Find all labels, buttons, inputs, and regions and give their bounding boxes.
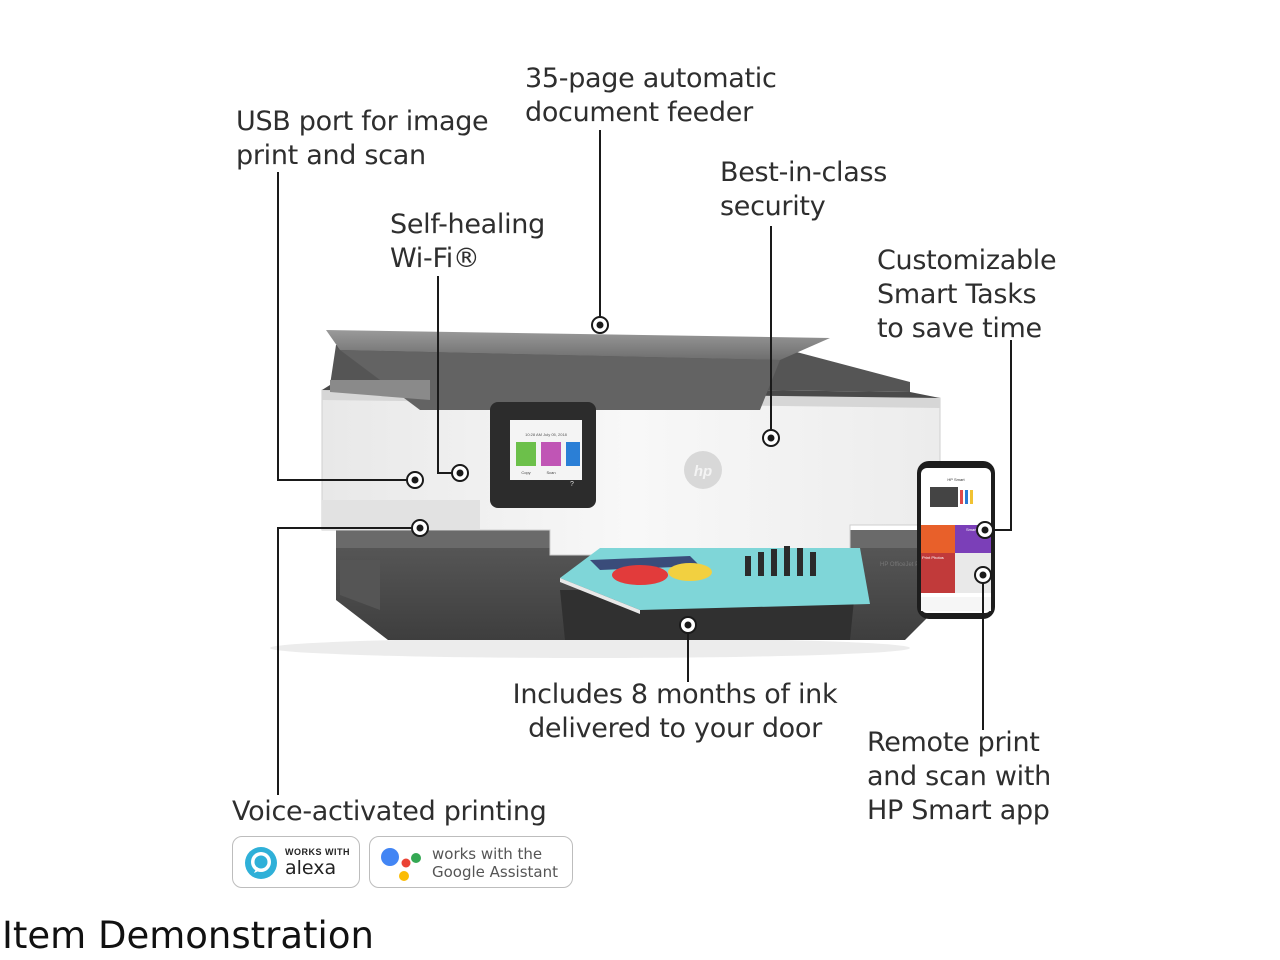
ink-dot [679,616,697,634]
printed-output-sheet [560,546,870,614]
callout-dots [406,316,994,634]
printer-control-panel: 10:28 AM July 05, 2018 Copy Scan ? [490,402,596,508]
callout-security: Best-in-class security [720,157,888,222]
usb-dot [406,471,424,489]
svg-text:HP Smart: HP Smart [947,477,965,482]
security-dot [762,429,780,447]
callout-usb: USB port for image print and scan [236,106,489,171]
callout-wifi: Self-healing Wi-Fi® [390,209,545,274]
google-badge-top: works with the [432,845,543,863]
callout-ink: Includes 8 months of ink delivered to yo… [512,679,838,744]
callout-smart-tasks: Customizable Smart Tasks to save time [877,245,1057,344]
callout-leaders [277,130,1012,795]
alexa-icon [245,847,277,879]
adf-dot [591,316,609,334]
remote-dot [974,566,992,584]
svg-text:Copy: Copy [521,470,530,475]
svg-text:hp: hp [694,463,712,480]
svg-text:Print Photos: Print Photos [922,555,944,560]
alexa-badge-top: WORKS WITH [285,847,350,857]
scanner-lid [322,330,940,410]
callout-remote: Remote print and scan with HP Smart app [867,727,1051,826]
svg-text:Scan: Scan [546,470,555,475]
wifi-dot [451,464,469,482]
google-badge-name: Google Assistant [432,863,558,881]
svg-text:10:28 AM July 05, 2018: 10:28 AM July 05, 2018 [525,432,568,437]
google-assistant-icon [381,848,421,881]
voice-dot [411,519,429,537]
smart-tasks-dot [976,521,994,539]
printer-shadow [270,638,910,658]
callout-voice: Voice-activated printing [232,796,547,827]
callout-adf: 35-page automatic document feeder [525,63,777,128]
item-demonstration-caption: Item Demonstration [2,914,374,957]
works-with-alexa-badge: WORKS WITH alexa [232,836,360,888]
svg-text:?: ? [570,481,574,488]
hp-logo [684,451,722,489]
works-with-google-assistant-badge: works with the Google Assistant [369,836,573,888]
alexa-badge-name: alexa [285,857,337,879]
model-label: HP OfficeJet Pro 9015 [880,562,940,568]
